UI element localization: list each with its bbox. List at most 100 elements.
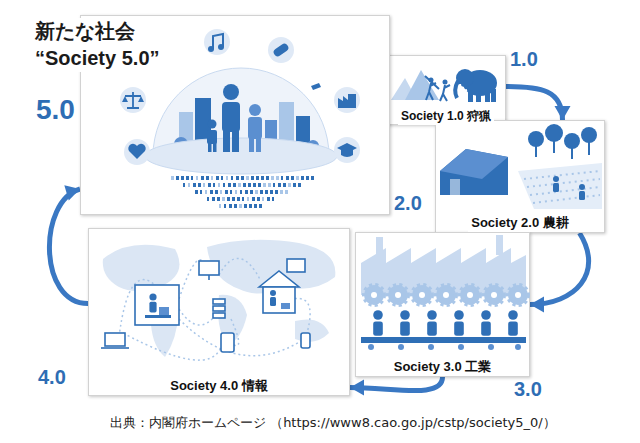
- industry-society-panel-illustration-part: [454, 310, 464, 320]
- farming-society-panel-illustration-part: [524, 171, 600, 179]
- information-society-panel-illustration-part: [213, 313, 225, 318]
- society-5-panel-illustration-part: [301, 176, 304, 180]
- society-5-panel-illustration-part: [224, 204, 226, 208]
- society-5-panel-illustration-part: [218, 183, 220, 187]
- industry-society-panel-illustration-part: [361, 337, 526, 343]
- society-5-panel-illustration-part: [226, 176, 228, 180]
- industry-society-panel-illustration-part: [508, 285, 528, 305]
- information-society-panel-illustration-part: [295, 320, 329, 342]
- hunting-society-panel-illustration-part: [405, 70, 439, 100]
- industry-society-panel-illustration-part: [395, 292, 401, 298]
- farming-society-panel-illustration-part: [553, 176, 559, 182]
- society-5-panel-illustration-part: [213, 142, 217, 152]
- society-5-panel-illustration-part: [181, 176, 184, 180]
- society-5-panel-illustration-part: [222, 102, 240, 132]
- society-5-panel-illustration-part: [341, 150, 353, 157]
- information-society-panel-illustration-part: [119, 258, 310, 360]
- society-5-panel-illustration-part: [223, 130, 230, 152]
- information-society-panel-illustration-part: [105, 333, 125, 346]
- industry-society-panel-illustration-part: [428, 344, 434, 350]
- industry-society-panel-illustration-part: [436, 285, 456, 305]
- society-5-panel-illustration-part: [223, 183, 225, 187]
- hunting-society-panel-illustration-part: [425, 76, 450, 101]
- farming-society-panel: Society 2.0 農耕: [435, 120, 605, 233]
- arrow-head: [64, 185, 80, 200]
- information-society-panel-illustration-part: [149, 293, 156, 300]
- society-5-panel-illustration-part: [225, 190, 228, 194]
- society-5-panel-illustration-part: [262, 197, 264, 201]
- society-5-panel-illustration-part: [218, 44, 224, 50]
- farming-society-panel-illustration-part: [533, 195, 600, 203]
- farming-society-panel-illustration-part: [545, 124, 563, 142]
- industry-society-panel-illustration-part: [508, 310, 518, 320]
- society-5-panel-illustration-part: [257, 197, 260, 201]
- society-5-panel-illustration-part: [193, 183, 196, 187]
- society-5-panel-illustration-part: [200, 190, 202, 194]
- society-5-panel-illustration-part: [241, 176, 244, 180]
- society-5-panel-illustration-part: [195, 190, 198, 194]
- society-5-panel-illustration-part: [261, 176, 264, 180]
- society-5-panel-illustration-part: [208, 142, 212, 152]
- era-title: 新たな社会 “Society 5.0”: [35, 18, 200, 72]
- society-5-panel-illustration-part: [263, 183, 266, 187]
- arrow-head: [530, 297, 544, 313]
- information-society-panel-illustration-part: [219, 258, 261, 281]
- industry-society-panel-illustration-part: [400, 321, 410, 335]
- society-5-panel-illustration-part: [252, 197, 255, 201]
- information-society-panel-illustration-part: [179, 309, 217, 325]
- society-5-panel-illustration-part: [238, 183, 241, 187]
- society-5-panel-illustration-part: [273, 183, 275, 187]
- society-5-panel-illustration-part: [234, 204, 237, 208]
- society-5-panel-illustration-part: [237, 197, 240, 201]
- hunting-society-panel-illustration-part: [491, 89, 496, 102]
- society-5-panel-illustration-part: [213, 183, 215, 187]
- society-5-panel-illustration-part: [286, 176, 289, 180]
- society-5-panel-illustration-part: [231, 176, 233, 180]
- farming-society-panel-illustration-part: [536, 137, 589, 159]
- society-5-panel-illustration-part: [227, 197, 230, 201]
- society-5-panel-illustration-part: [268, 183, 271, 187]
- era-number: 1.0: [510, 48, 538, 71]
- panel-caption: Society 2.0 農耕: [468, 215, 572, 232]
- society-5-panel-illustration-part: [124, 139, 150, 165]
- society-5-panel-illustration-part: [208, 120, 217, 129]
- society-5-panel-illustration-part: [207, 197, 209, 201]
- society-5-panel-illustration-part: [205, 190, 207, 194]
- society-5-panel-illustration-part: [255, 190, 258, 194]
- arrow-head: [555, 106, 571, 120]
- society-5-panel-illustration-part: [201, 176, 204, 180]
- information-society-panel-illustration-part: [103, 240, 336, 357]
- society-5-panel-illustration-part: [233, 183, 236, 187]
- cycle-arrow: [506, 87, 563, 121]
- farming-society-panel-illustration-part: [553, 183, 559, 192]
- era-number: 5.0: [36, 94, 75, 126]
- farming-society-panel-illustration-part: [450, 179, 460, 195]
- farming-society-panel-illustration-part: [528, 131, 544, 147]
- society-5-panel-illustration-part: [270, 190, 273, 194]
- information-society-panel-illustration-part: [270, 297, 276, 306]
- society-5-panel-illustration-part: [232, 130, 239, 152]
- industry-society-panel-illustration-part: [371, 292, 377, 298]
- society-5-panel-illustration-part: [239, 204, 242, 208]
- society-5-panel-illustration-part: [211, 176, 213, 180]
- society-5-panel-illustration-part: [198, 183, 201, 187]
- society-5-panel-illustration-part: [281, 176, 283, 180]
- society-5-panel-illustration-part: [240, 190, 242, 194]
- society-5-panel-illustration-part: [271, 176, 274, 180]
- farming-society-panel-illustration-part: [527, 179, 600, 187]
- hunting-society-panel-illustration-part: [485, 91, 490, 102]
- society-5-panel-illustration-part: [338, 94, 356, 108]
- society-5-panel-illustration-part: [120, 87, 146, 113]
- society-5-panel-illustration-part: [291, 176, 294, 180]
- society-5-panel-illustration-part: [253, 183, 256, 187]
- society-5-panel-illustration-part: [249, 104, 261, 116]
- information-society-panel-illustration-part: [159, 307, 169, 315]
- hunting-society-panel-illustration-part: [468, 90, 473, 102]
- farming-society-panel-illustration-part: [440, 149, 508, 195]
- society-5-panel-illustration-part: [334, 137, 360, 163]
- society-5-panel-illustration-part: [196, 176, 198, 180]
- society-5-panel-illustration-part: [272, 42, 290, 58]
- information-society-panel-illustration-part: [281, 303, 290, 309]
- industry-society-panel-illustration-part: [398, 344, 404, 350]
- society-5-panel-illustration-part: [285, 190, 288, 194]
